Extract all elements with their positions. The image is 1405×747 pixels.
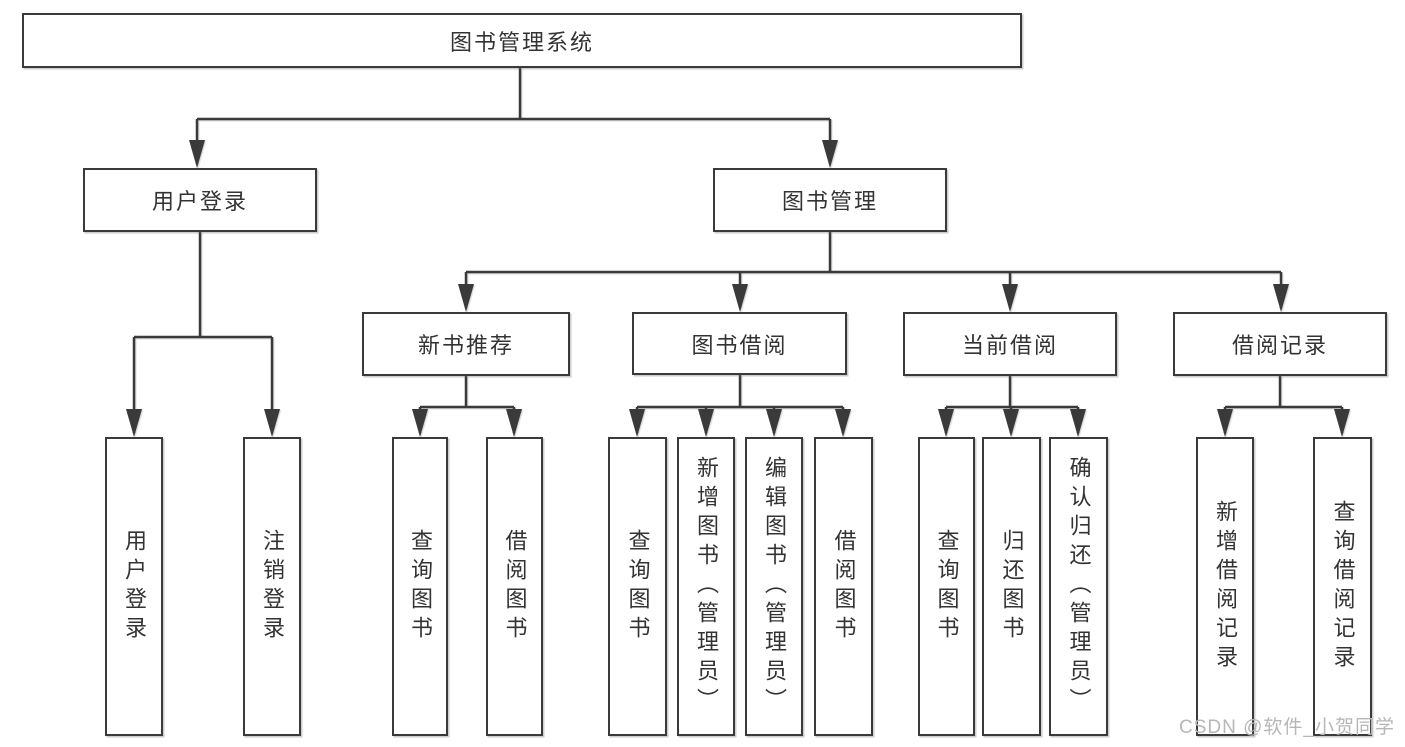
node-leaf-add-borrow-record: 新增借阅记录 <box>1196 437 1254 736</box>
node-leaf-logout: 注销登录 <box>243 437 301 736</box>
node-book-borrow: 图书借阅 <box>632 312 847 375</box>
node-root-system: 图书管理系统 <box>22 13 1022 68</box>
node-leaf-user-login: 用户登录 <box>105 437 163 736</box>
node-leaf-query-books-borrow: 查询图书 <box>608 437 667 736</box>
connector-book-management <box>458 232 1289 312</box>
node-leaf-edit-books-admin: 编辑图书（管理员） <box>745 437 803 736</box>
connector-user-login <box>126 232 280 437</box>
node-leaf-query-books-recommend: 查询图书 <box>392 437 448 736</box>
node-leaf-borrow-books-recommend: 借阅图书 <box>486 437 543 736</box>
node-new-book-recommend: 新书推荐 <box>362 312 570 376</box>
node-leaf-borrow-books: 借阅图书 <box>814 437 873 736</box>
node-current-borrow: 当前借阅 <box>903 312 1117 376</box>
node-leaf-confirm-return-admin: 确认归还（管理员） <box>1049 437 1108 736</box>
connector-current-borrow <box>938 376 1086 437</box>
connector-borrow-records <box>1217 376 1350 437</box>
node-leaf-query-borrow-record: 查询借阅记录 <box>1313 437 1372 736</box>
csdn-watermark: CSDN @软件_小贺同学 <box>1179 717 1395 738</box>
node-user-login: 用户登录 <box>83 168 317 232</box>
node-borrow-records: 借阅记录 <box>1173 312 1387 376</box>
connector-new-book-recommend <box>412 376 522 437</box>
connector-book-borrow <box>629 375 851 437</box>
node-leaf-return-books: 归还图书 <box>982 437 1041 736</box>
node-leaf-query-books-current: 查询图书 <box>918 437 975 736</box>
node-book-management: 图书管理 <box>713 168 947 232</box>
connector-root <box>189 68 838 168</box>
node-leaf-add-books-admin: 新增图书（管理员） <box>677 437 735 736</box>
